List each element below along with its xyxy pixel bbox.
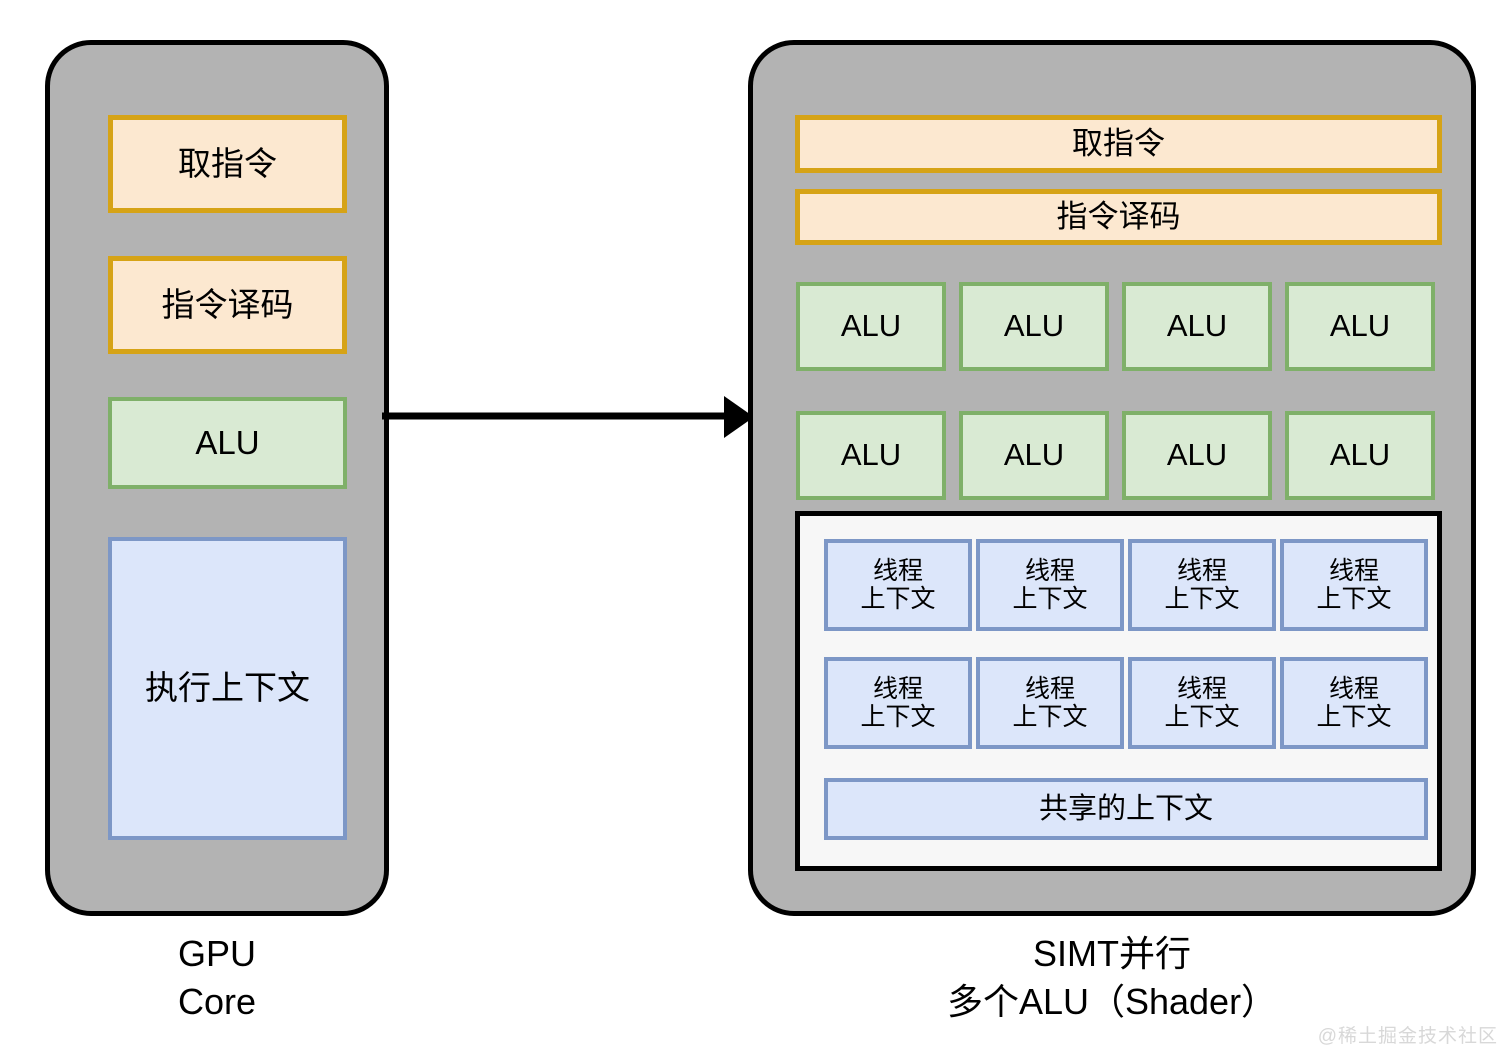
left-decode-block: 指令译码 (108, 256, 347, 354)
gpu-core-left-shell: 取指令 指令译码 ALU 执行上下文 (45, 40, 389, 916)
alu-cell: ALU (1285, 282, 1435, 371)
alu-cell: ALU (796, 411, 946, 500)
right-fetch-block: 取指令 (795, 115, 1442, 173)
alu-cell: ALU (959, 282, 1109, 371)
shared-context-block: 共享的上下文 (824, 778, 1428, 840)
left-core-caption: GPU Core (177, 933, 257, 1022)
gpu-core-right-shell: 取指令 指令译码 ALU ALU ALU ALU ALU ALU ALU ALU… (748, 40, 1476, 916)
thread-context-cell: 线程 上下文 (976, 539, 1124, 631)
left-alu-block: ALU (108, 397, 347, 489)
thread-context-cell: 线程 上下文 (1128, 657, 1276, 749)
alu-cell: ALU (1122, 411, 1272, 500)
alu-cell: ALU (796, 282, 946, 371)
alu-cell: ALU (1285, 411, 1435, 500)
thread-context-cell: 线程 上下文 (1280, 657, 1428, 749)
thread-context-cell: 线程 上下文 (1280, 539, 1428, 631)
left-execution-context-block: 执行上下文 (108, 537, 347, 840)
thread-context-cell: 线程 上下文 (976, 657, 1124, 749)
alu-cell: ALU (1122, 282, 1272, 371)
thread-context-panel: 线程 上下文 线程 上下文 线程 上下文 线程 上下文 线程 上下文 线程 上下… (795, 511, 1442, 871)
watermark-text: @稀土掘金技术社区 (1317, 1026, 1498, 1047)
left-fetch-block: 取指令 (108, 115, 347, 213)
thread-context-cell: 线程 上下文 (824, 539, 972, 631)
flow-arrow-icon (382, 396, 752, 438)
alu-cell: ALU (959, 411, 1109, 500)
thread-context-cell: 线程 上下文 (1128, 539, 1276, 631)
right-decode-block: 指令译码 (795, 189, 1442, 245)
right-core-caption: SIMT并行 多个ALU（Shader） (946, 933, 1278, 1022)
thread-context-cell: 线程 上下文 (824, 657, 972, 749)
